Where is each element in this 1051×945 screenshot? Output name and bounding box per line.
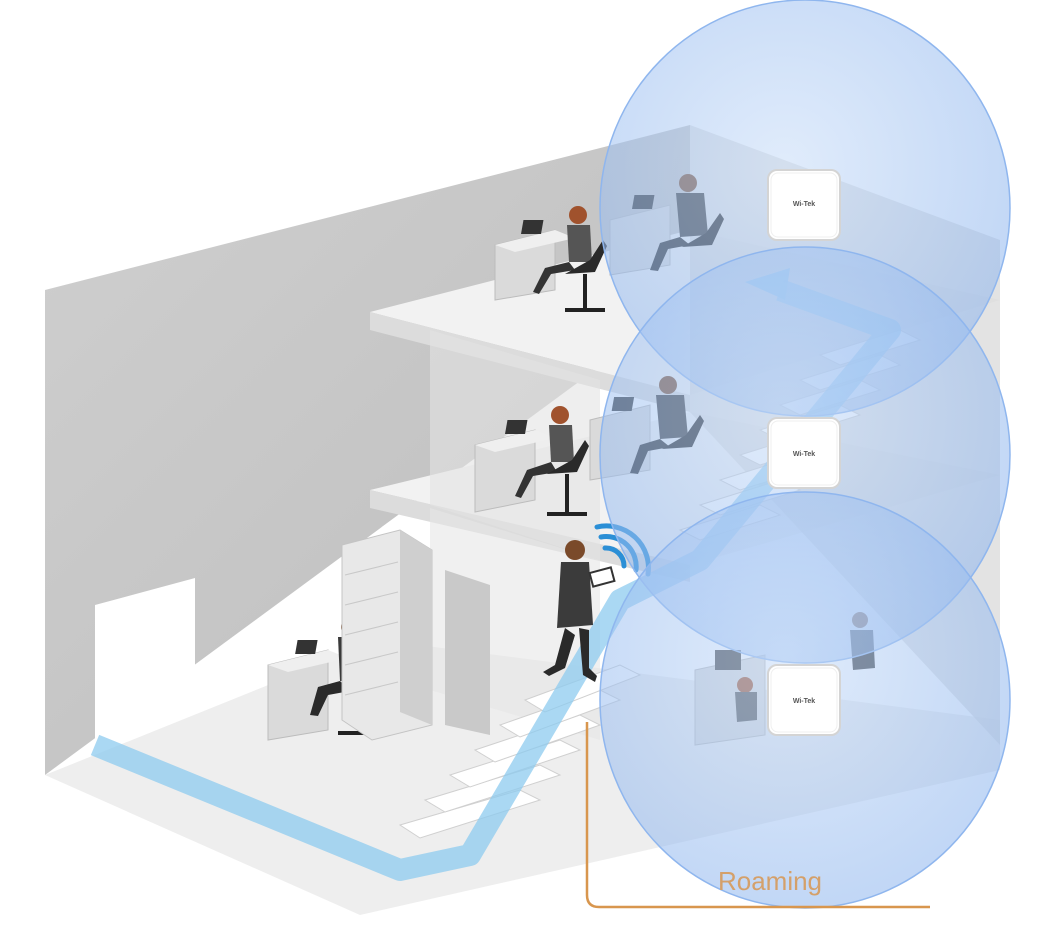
access-point-icon: Wi-Tek — [767, 417, 841, 489]
access-point-icon: Wi-Tek — [767, 664, 841, 736]
server-rack — [341, 529, 433, 741]
roaming-annotation: Roaming — [585, 722, 930, 909]
doorway — [95, 578, 195, 755]
access-point-icon: Wi-Tek — [767, 169, 841, 241]
office-worker-figure — [494, 206, 607, 312]
ap-brand-label: Wi-Tek — [793, 451, 815, 458]
roaming-label: Roaming — [718, 866, 822, 896]
laptop-icon — [521, 220, 544, 234]
tablet-icon — [588, 566, 616, 588]
ap-brand-label: Wi-Tek — [793, 201, 815, 208]
ap-brand-label: Wi-Tek — [793, 698, 815, 705]
roaming-user-figure — [543, 540, 616, 682]
office-worker-figure — [474, 406, 589, 516]
annotation-bracket — [585, 722, 930, 909]
